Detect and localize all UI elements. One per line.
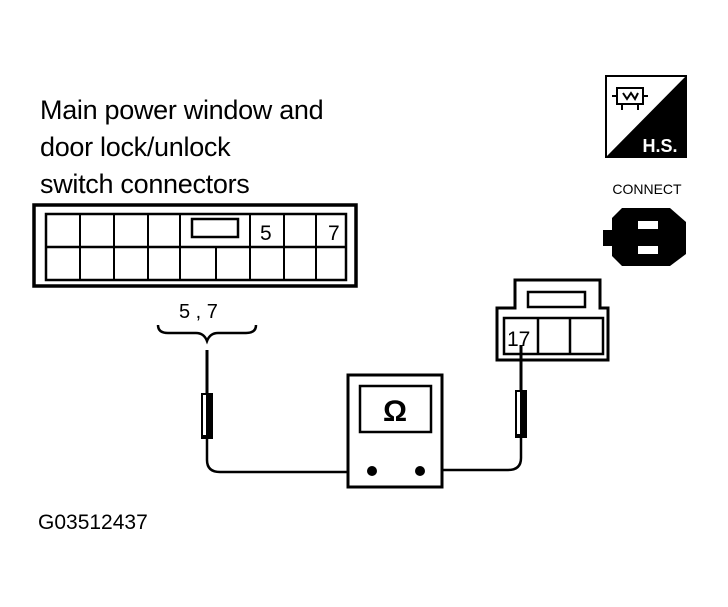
caption-line-3: switch connectors bbox=[40, 169, 250, 199]
hs-badge-label: H.S. bbox=[642, 136, 677, 156]
pin-label-7: 7 bbox=[328, 222, 340, 245]
pin-label-5: 5 bbox=[260, 222, 272, 245]
caption-line-1: Main power window and bbox=[40, 95, 324, 125]
connector-plug-icon bbox=[603, 208, 686, 266]
pin-label-17: 17 bbox=[507, 328, 530, 351]
figure-code: G03512437 bbox=[38, 511, 148, 534]
pin-brace bbox=[156, 324, 258, 345]
ignition-switch-icon bbox=[612, 87, 648, 110]
left-test-lead bbox=[205, 439, 372, 474]
connector-caption: Main power window and door lock/unlock s… bbox=[40, 92, 324, 203]
ignition-switch-badge bbox=[605, 75, 687, 158]
connect-label: CONNECT bbox=[612, 181, 682, 197]
left-probe-icon bbox=[201, 350, 213, 439]
ohmmeter-icon bbox=[346, 373, 444, 489]
right-test-lead bbox=[420, 438, 523, 472]
caption-line-2: door lock/unlock bbox=[40, 132, 231, 162]
probe-pin-label: 5 , 7 bbox=[179, 301, 218, 323]
ohm-symbol: Ω bbox=[383, 395, 407, 428]
sub-connector bbox=[495, 278, 610, 362]
main-connector bbox=[32, 203, 358, 288]
